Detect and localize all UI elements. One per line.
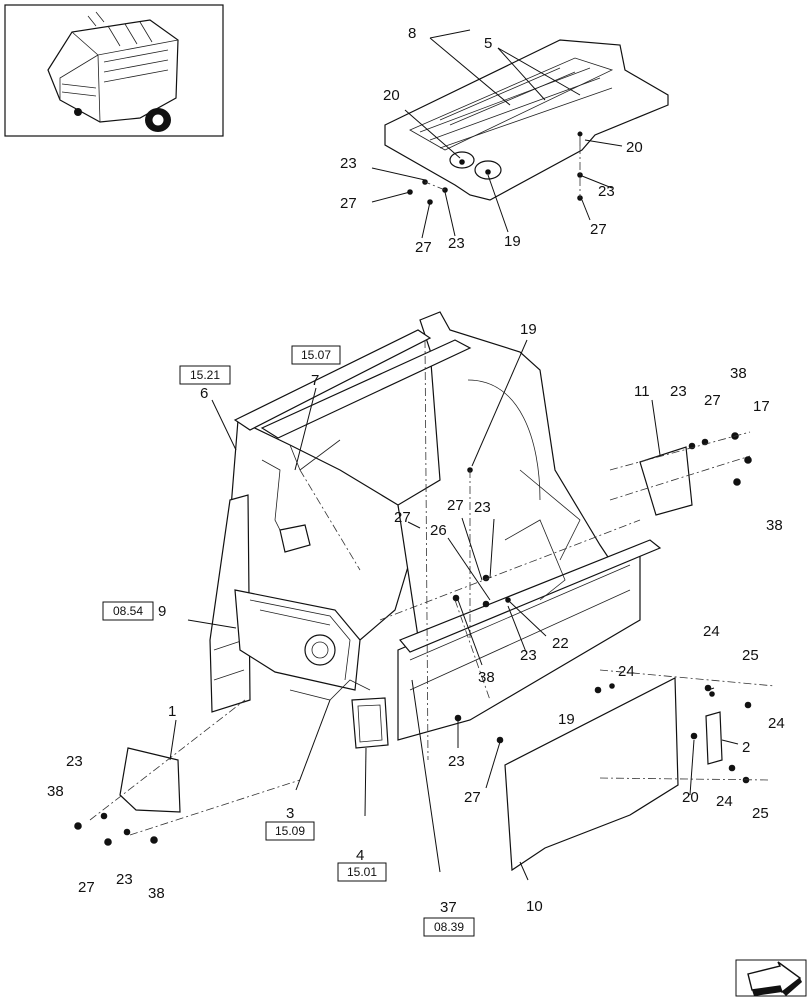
callout-38: 38 xyxy=(478,669,495,686)
callout-20: 20 xyxy=(626,139,643,156)
callout-23: 23 xyxy=(116,871,133,888)
round-baler-thumbnail xyxy=(4,4,224,137)
cover-panel-10 xyxy=(504,677,679,872)
callout-25: 25 xyxy=(742,647,759,664)
callout-23: 23 xyxy=(598,183,615,200)
side-panel-11 xyxy=(609,431,752,516)
next-page-arrow-icon[interactable] xyxy=(735,959,807,997)
callout-27: 27 xyxy=(590,221,607,238)
callout-9: 9 xyxy=(158,603,166,620)
callout-1: 1 xyxy=(168,703,176,720)
callout-27: 27 xyxy=(447,497,464,514)
callout-19: 19 xyxy=(520,321,537,338)
floor-panel-assembly xyxy=(384,39,669,205)
reference-box-label: 15.09 xyxy=(275,824,305,838)
callout-37: 37 xyxy=(440,899,457,916)
assembly-centerlines xyxy=(299,339,641,761)
reference-box-08-39[interactable]: 08.39 xyxy=(423,917,475,937)
callout-17: 17 xyxy=(753,398,770,415)
callout-4: 4 xyxy=(356,847,364,864)
reference-box-label: 15.21 xyxy=(190,368,220,382)
reference-box-15-01[interactable]: 15.01 xyxy=(337,862,387,882)
reference-box-label: 08.54 xyxy=(113,604,143,618)
callout-23: 23 xyxy=(66,753,83,770)
callout-24: 24 xyxy=(768,715,785,732)
reference-box-label: 15.07 xyxy=(301,348,331,362)
callout-27: 27 xyxy=(394,509,411,526)
main-frame-assembly xyxy=(209,311,662,749)
callout-10: 10 xyxy=(526,898,543,915)
hinge-part-2 xyxy=(599,669,776,784)
reference-box-label: 08.39 xyxy=(434,920,464,934)
callout-23: 23 xyxy=(448,753,465,770)
callout-23: 23 xyxy=(474,499,491,516)
callout-24: 24 xyxy=(703,623,720,640)
reference-box-15-09[interactable]: 15.09 xyxy=(265,821,315,841)
callout-20: 20 xyxy=(383,87,400,104)
callout-27: 27 xyxy=(464,789,481,806)
callout-23: 23 xyxy=(448,235,465,252)
callout-labels: 8 5 20 20 23 27 23 27 23 19 27 19 7 6 11… xyxy=(47,25,785,916)
callout-20: 20 xyxy=(682,789,699,806)
side-panel-1 xyxy=(74,699,301,846)
callout-27: 27 xyxy=(340,195,357,212)
callout-19: 19 xyxy=(558,711,575,728)
callout-27: 27 xyxy=(415,239,432,256)
callout-23: 23 xyxy=(340,155,357,172)
callout-11: 11 xyxy=(634,383,650,400)
reference-box-label: 15.01 xyxy=(347,865,377,879)
callout-25: 25 xyxy=(752,805,769,822)
callout-23: 23 xyxy=(520,647,537,664)
callout-5: 5 xyxy=(484,35,492,52)
callout-24: 24 xyxy=(618,663,635,680)
callout-27: 27 xyxy=(78,879,95,896)
top-leader-lines xyxy=(371,29,623,239)
callout-23: 23 xyxy=(670,383,687,400)
callout-8: 8 xyxy=(408,25,416,42)
callout-38: 38 xyxy=(730,365,747,382)
callout-3: 3 xyxy=(286,805,294,822)
callout-27: 27 xyxy=(704,392,721,409)
main-leader-lines xyxy=(169,339,739,881)
callout-19: 19 xyxy=(504,233,521,250)
callout-38: 38 xyxy=(766,517,783,534)
callout-2: 2 xyxy=(742,739,750,756)
callout-26: 26 xyxy=(430,522,447,539)
callout-24: 24 xyxy=(716,793,733,810)
callout-6: 6 xyxy=(200,385,208,402)
reference-box-08-54[interactable]: 08.54 xyxy=(102,601,154,621)
callout-22: 22 xyxy=(552,635,569,652)
reference-box-15-07[interactable]: 15.07 xyxy=(291,345,341,365)
callout-38: 38 xyxy=(148,885,165,902)
callout-7: 7 xyxy=(311,372,319,389)
reference-box-15-21[interactable]: 15.21 xyxy=(179,365,231,385)
callout-38: 38 xyxy=(47,783,64,800)
